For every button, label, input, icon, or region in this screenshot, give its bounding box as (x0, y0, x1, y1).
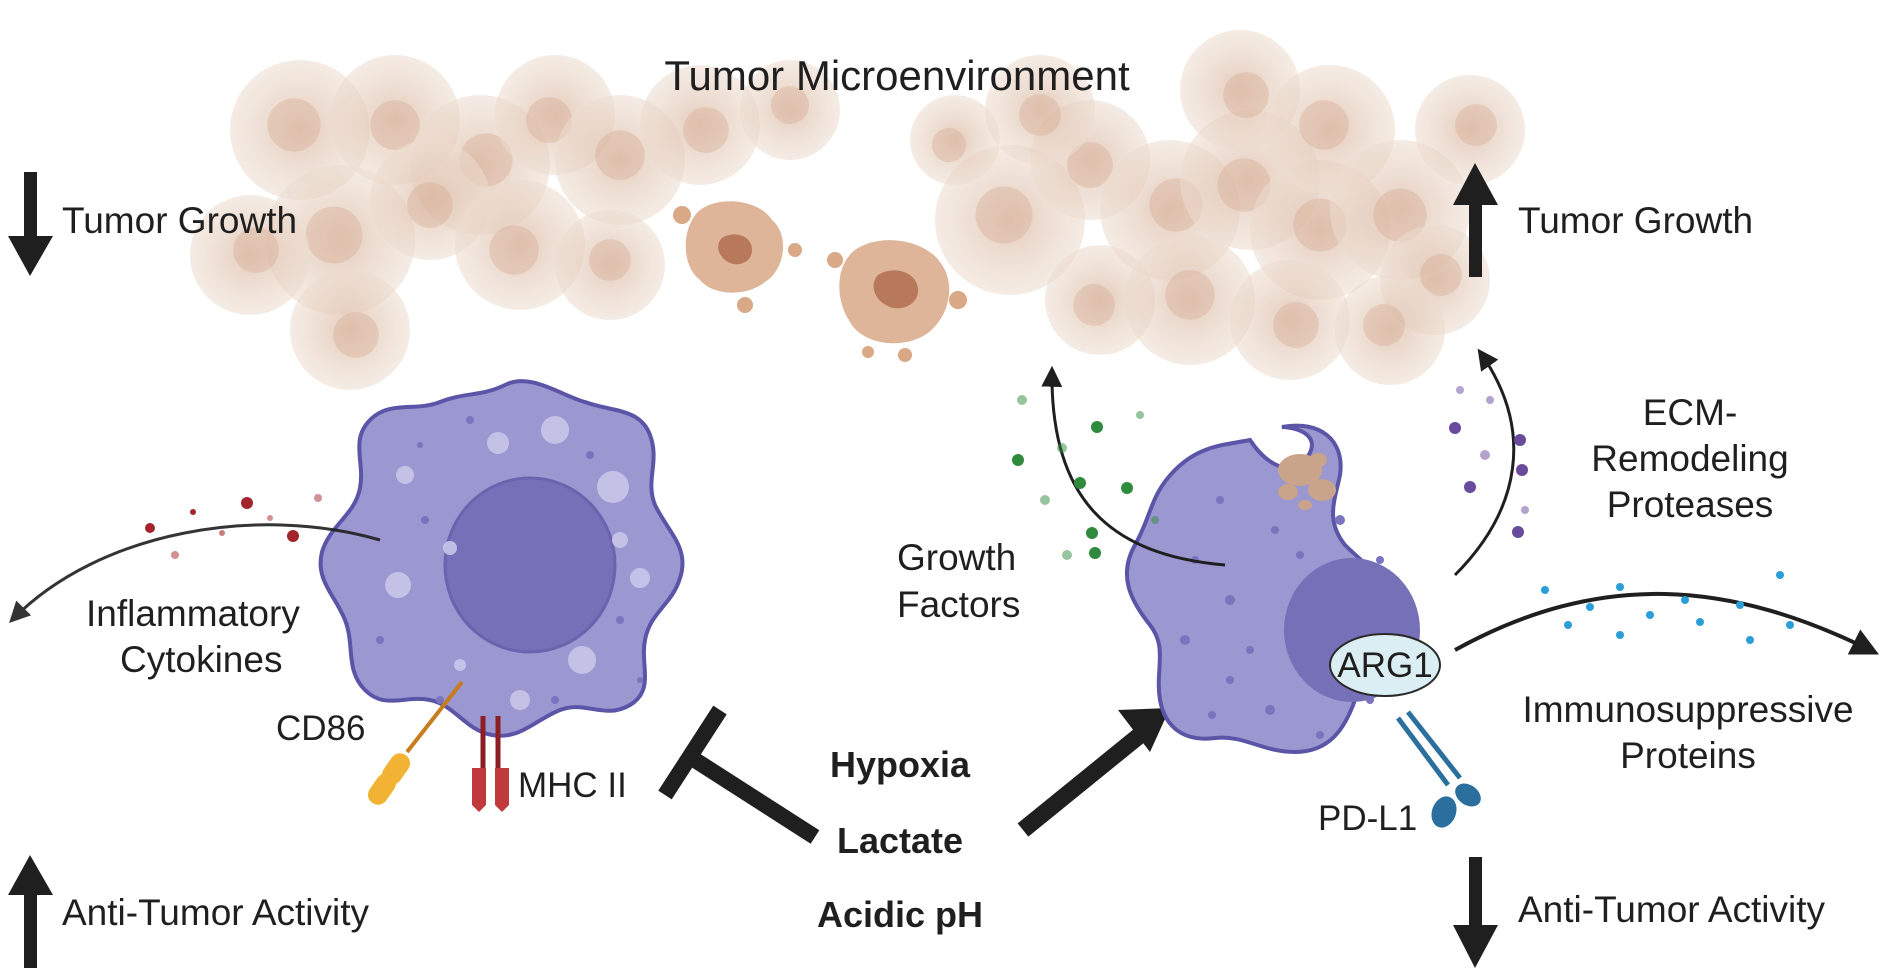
tumor-cell-nucleus (1420, 254, 1462, 296)
factor-hypoxia: Hypoxia (830, 744, 971, 785)
tumor-cell (190, 195, 310, 315)
down-arrow-icon (8, 172, 53, 276)
tumor-cell-nucleus (589, 239, 631, 281)
right-tumor-growth-indicator: Tumor Growth (1453, 163, 1753, 277)
proteases-line2: Remodeling (1591, 438, 1788, 479)
tumor-cell-nucleus (1165, 270, 1215, 320)
inhibition-symbol (658, 705, 820, 844)
tumor-cell-nucleus (267, 98, 321, 152)
left-tumor-growth-indicator: Tumor Growth (8, 172, 297, 276)
tumor-cell (1045, 245, 1155, 355)
inflammatory-cytokines-line1: Inflammatory (86, 593, 300, 634)
tumor-cell (1335, 275, 1445, 385)
right-macrophage-cell (1124, 423, 1420, 755)
tumor-cell (455, 180, 585, 310)
tumor-cell-nucleus (1067, 142, 1113, 188)
mhc-ii-label: MHC II (518, 766, 627, 805)
tumor-cell-nucleus (1223, 72, 1269, 118)
tumor-cell (1230, 260, 1350, 380)
left-tumor-growth-label: Tumor Growth (62, 200, 297, 241)
tumor-cell-nucleus (370, 100, 420, 150)
tumor-cell-nucleus (595, 130, 645, 180)
cytokine-particles (145, 494, 322, 559)
inflammatory-cytokines-line2: Cytokines (120, 639, 282, 680)
tumor-cell (1415, 75, 1525, 185)
engulfed-debris (1278, 453, 1336, 510)
left-anti-tumor-indicator: Anti-Tumor Activity (8, 855, 370, 968)
tumor-cell-nucleus (1073, 284, 1115, 326)
tumor-cell-nucleus (683, 107, 729, 153)
tumor-cell-nucleus (305, 206, 363, 264)
mhc-ii-receptor (472, 716, 509, 812)
growth-factors-line1: Growth (897, 537, 1016, 578)
necrotic-tumor-cell (673, 201, 802, 313)
tumor-cell-nucleus (1217, 158, 1271, 212)
tumor-cell-nucleus (931, 127, 967, 163)
immunosuppressive-line2: Proteins (1620, 735, 1756, 776)
pd-l1-receptor (1395, 710, 1481, 828)
up-arrow-icon (8, 855, 53, 968)
right-tumor-growth-label: Tumor Growth (1518, 200, 1753, 241)
left-cell-nucleus (443, 476, 617, 654)
tumor-cell-nucleus (1299, 100, 1349, 150)
tumor-cell-nucleus (975, 186, 1033, 244)
tumor-cell-nucleus (526, 97, 572, 143)
protease-particles (1449, 386, 1529, 538)
tumor-cell-nucleus (233, 227, 279, 273)
diagram-title: Tumor Microenvironment (664, 52, 1130, 99)
tumor-cell-nucleus (1455, 104, 1497, 146)
tumor-cell-cluster (190, 30, 1525, 390)
tumor-cell-nucleus (489, 225, 539, 275)
down-arrow-icon (1453, 857, 1498, 968)
cytokine-arrow (9, 523, 381, 624)
growth-factor-particles (1012, 395, 1159, 560)
proteases-line1: ECM- (1643, 392, 1738, 433)
tumor-cell (1125, 235, 1255, 365)
tumor-cell (555, 210, 665, 320)
tumor-cell-nucleus (1019, 94, 1061, 136)
growth-factors-line2: Factors (897, 584, 1020, 625)
tumor-cell-nucleus (1363, 304, 1405, 346)
tumor-cell-nucleus (333, 312, 379, 358)
up-arrow-icon (1453, 163, 1498, 277)
growth-factors-arrow (1041, 365, 1226, 567)
tumor-cell (740, 60, 840, 160)
tumor-cell (985, 55, 1095, 165)
arg1-badge: ARG1 (1329, 633, 1441, 697)
tumor-cell (640, 65, 760, 185)
proteases-line3: Proteases (1607, 484, 1774, 525)
arg1-label: ARG1 (1337, 646, 1432, 685)
necrotic-tumor-cell (827, 240, 967, 362)
pd-l1-label: PD-L1 (1318, 799, 1417, 838)
immunosuppressive-particles (1541, 571, 1794, 644)
immunosuppressive-arrow (1454, 592, 1880, 655)
factor-lactate: Lactate (837, 820, 963, 861)
proteases-arrow (1453, 348, 1516, 577)
cd86-receptor (367, 680, 464, 805)
cd86-label: CD86 (276, 709, 365, 748)
tumor-cell-nucleus (1273, 302, 1319, 348)
tumor-cell-nucleus (1373, 188, 1427, 242)
left-anti-tumor-label: Anti-Tumor Activity (62, 892, 370, 933)
activation-arrow (1017, 708, 1170, 837)
right-anti-tumor-label: Anti-Tumor Activity (1518, 889, 1826, 930)
right-anti-tumor-indicator: Anti-Tumor Activity (1453, 857, 1826, 968)
tumor-cell (910, 95, 1000, 185)
left-macrophage-cell (318, 379, 685, 738)
tumor-cell (290, 270, 410, 390)
tumor-cell-nucleus (771, 86, 809, 124)
immunosuppressive-line1: Immunosuppressive (1522, 689, 1853, 730)
tumor-cell-nucleus (407, 182, 453, 228)
factor-acidic-ph: Acidic pH (817, 894, 983, 935)
